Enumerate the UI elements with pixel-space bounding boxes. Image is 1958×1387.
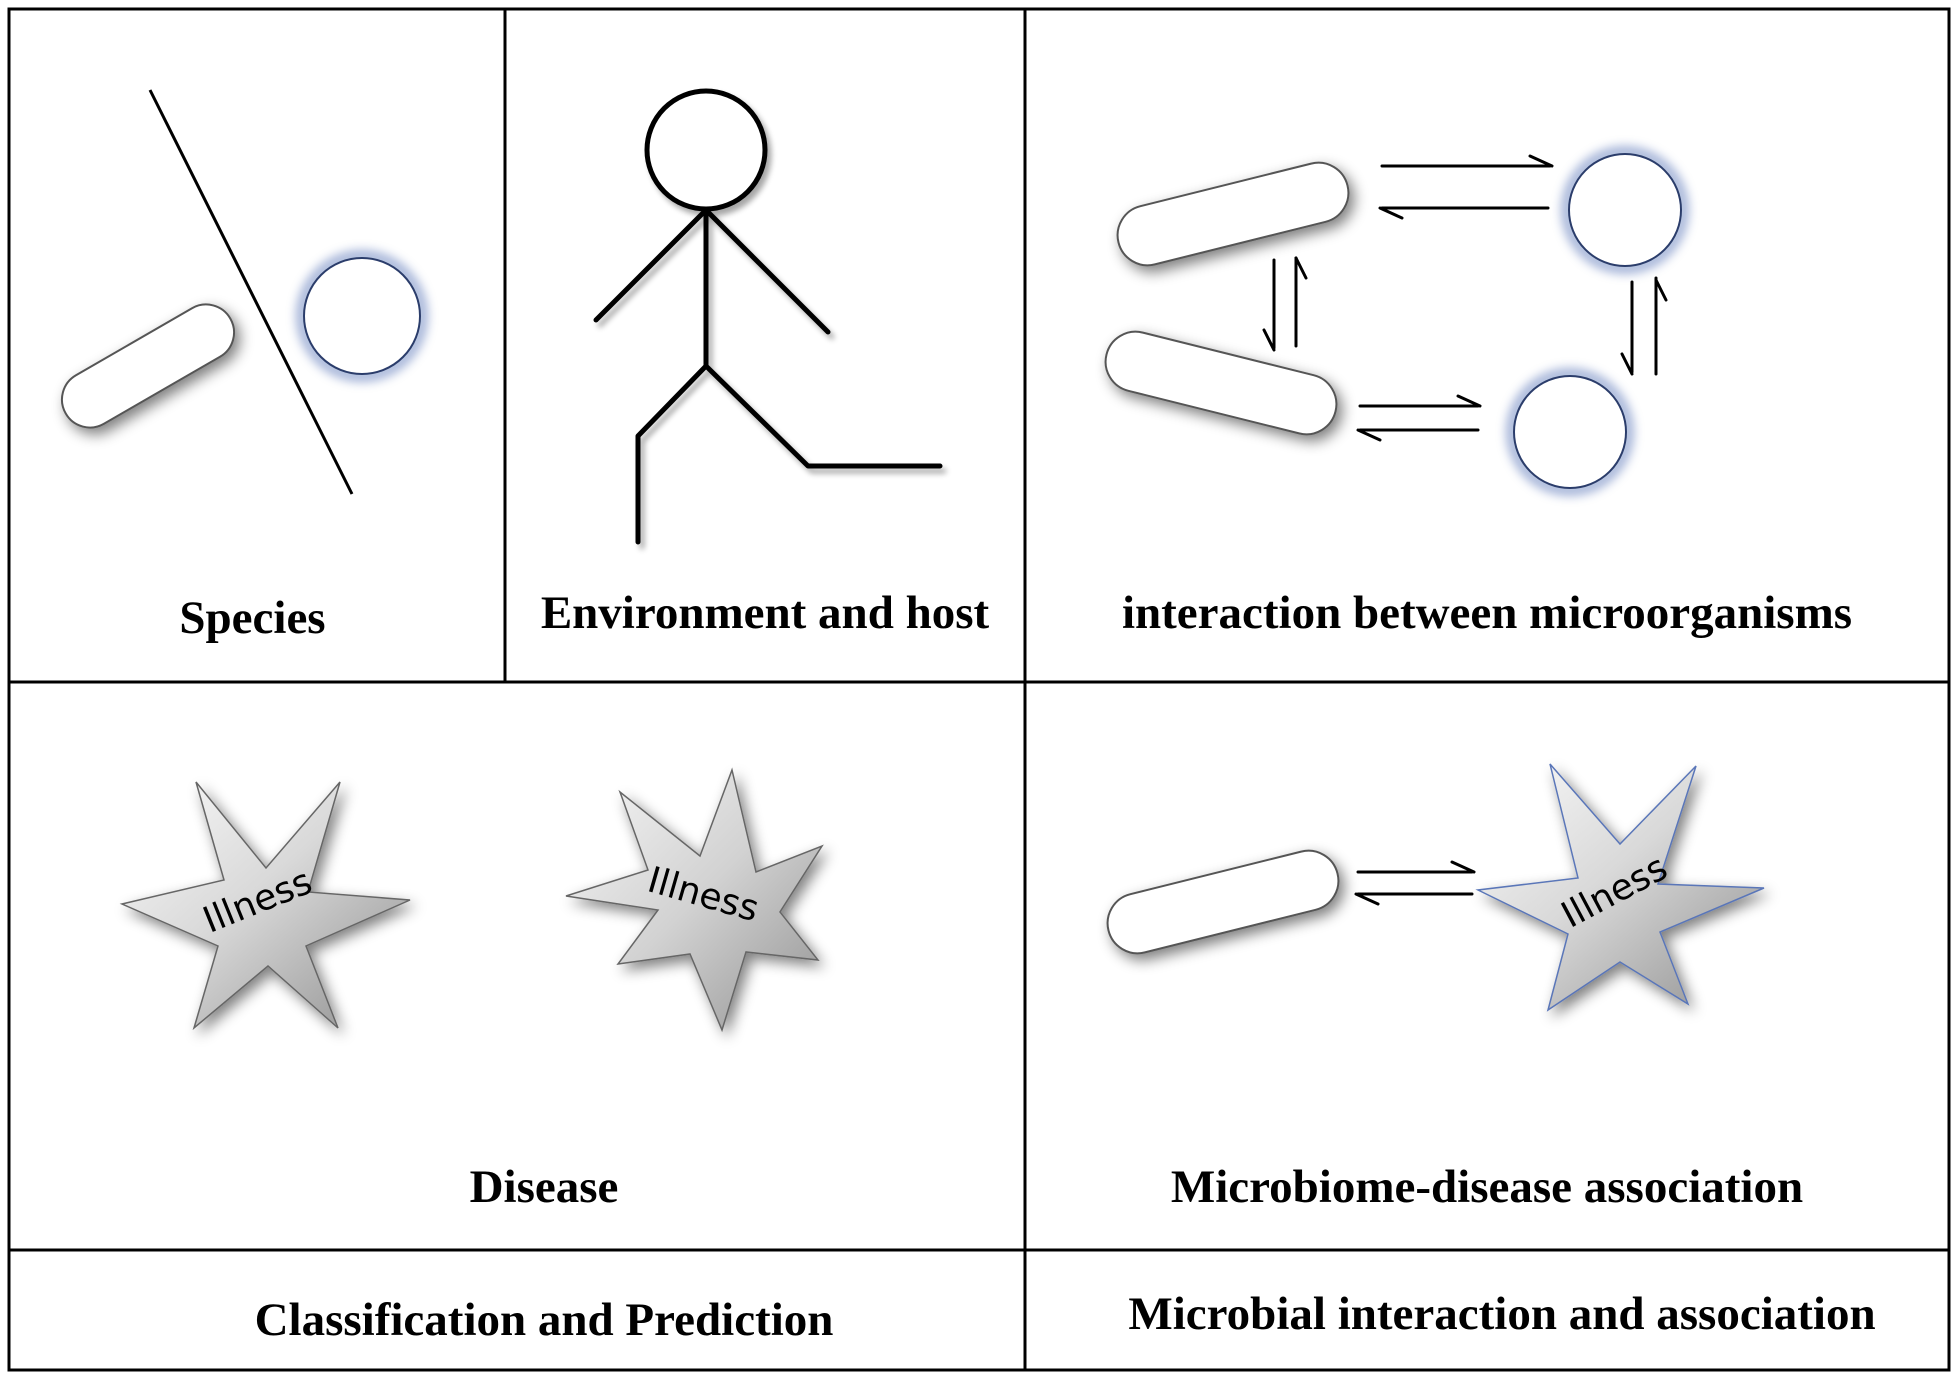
microbial-interaction-association-label: Microbial interaction and association bbox=[1128, 1288, 1876, 1340]
rod-bacterium-icon bbox=[1116, 161, 1350, 267]
bidirectional-arrow-icon bbox=[1354, 860, 1476, 906]
association-illustration: Illness bbox=[1106, 763, 1765, 1012]
rod-bacterium-icon bbox=[60, 303, 236, 429]
species-label: Species bbox=[179, 592, 326, 644]
classification-prediction-label: Classification and Prediction bbox=[254, 1294, 834, 1346]
disease-label: Disease bbox=[469, 1161, 619, 1213]
bidirectional-arrow-icon bbox=[1378, 154, 1554, 220]
illness-star-icon: Illness bbox=[119, 781, 411, 1031]
bidirectional-arrow-icon bbox=[1356, 394, 1482, 442]
environment-host-label: Environment and host bbox=[540, 587, 990, 639]
coccus-bacterium-icon bbox=[296, 250, 428, 382]
coccus-bacterium-icon bbox=[1506, 368, 1634, 496]
species-illustration bbox=[60, 89, 428, 495]
bidirectional-arrow-icon bbox=[1262, 256, 1308, 352]
stick-figure-icon bbox=[593, 88, 943, 545]
rod-bacterium-icon bbox=[1104, 330, 1338, 436]
interaction-label: interaction between microorganisms bbox=[1121, 587, 1853, 639]
interaction-illustration bbox=[1104, 146, 1689, 496]
coccus-bacterium-icon bbox=[1561, 146, 1689, 274]
illness-star-icon: Illness bbox=[565, 767, 824, 1033]
association-label: Microbiome-disease association bbox=[1170, 1161, 1804, 1213]
bidirectional-arrow-icon bbox=[1620, 276, 1668, 376]
rod-bacterium-icon bbox=[1106, 849, 1340, 955]
panel-grid bbox=[7, 7, 1951, 1372]
illness-star-icon: Illness bbox=[1475, 763, 1765, 1012]
